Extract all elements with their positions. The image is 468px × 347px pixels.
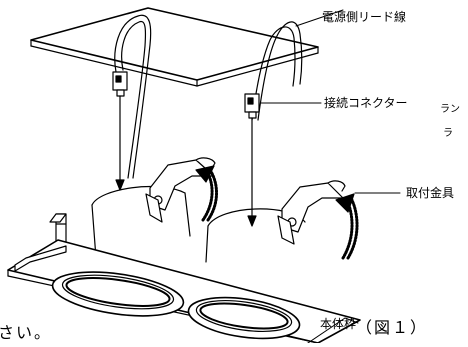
lead-wire-left — [114, 14, 152, 179]
ceiling-panel — [30, 7, 319, 87]
connector-left — [112, 71, 128, 97]
label-bracket: 取付金具 — [406, 186, 455, 200]
lamp-housing-left — [91, 185, 191, 259]
lamp-opening-left — [51, 271, 185, 317]
side-text-2: ラ — [443, 128, 453, 139]
label-connector: 接続コネクター — [324, 96, 408, 110]
leader-lines — [260, 9, 401, 346]
lamp-opening-right — [187, 296, 301, 340]
mounting-bracket-right — [277, 180, 346, 245]
connector-right — [244, 93, 260, 119]
lead-wire-right — [251, 21, 303, 121]
side-text-1: ラン — [440, 104, 460, 115]
rotation-arrow-right — [335, 193, 359, 260]
figure-number: （図１） — [356, 318, 429, 337]
label-power-lead: 電源側リード線 — [322, 10, 407, 24]
cut-off-text: さい。 — [0, 323, 53, 342]
label-body-frame: 本体枠 — [320, 317, 357, 331]
insertion-arrows — [115, 95, 257, 227]
rotation-arrow-left — [195, 165, 218, 222]
